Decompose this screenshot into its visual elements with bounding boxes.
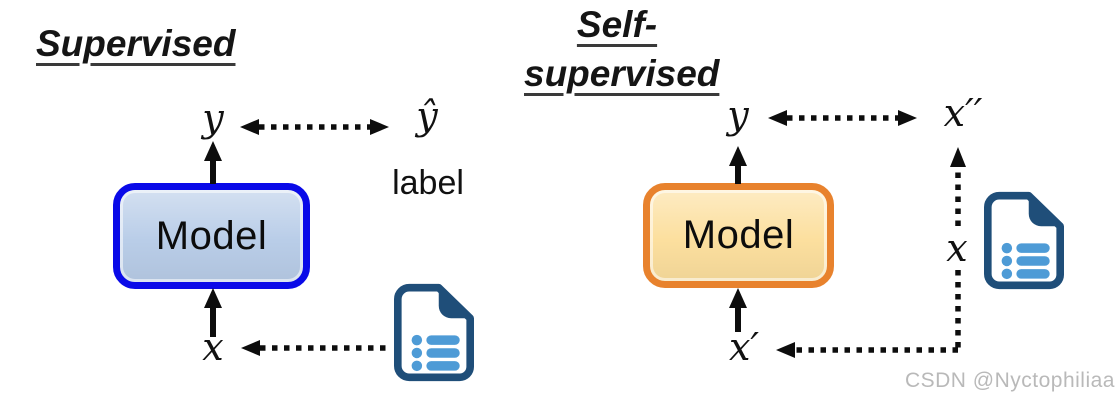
self-supervised-y-label: y (727, 93, 749, 137)
self-supervised-model-label: Model (682, 213, 795, 257)
document-list-lines (411, 334, 460, 372)
self-supervised-x-double-prime-label: x′′ (943, 91, 983, 135)
self-supervised-input-arrowhead (729, 288, 747, 308)
list-bullet (411, 360, 423, 372)
document-fold-corner (1028, 195, 1061, 227)
supervised-model-label: Model (155, 213, 268, 258)
supervised-compare-arrowhead-right (370, 119, 389, 135)
label-caption: label (392, 164, 464, 202)
self-supervised-title-line1: Self- (576, 4, 658, 45)
list-line (426, 348, 460, 358)
self-supervised-compare-arrowhead-left (768, 110, 787, 126)
supervised-model-box: Model (113, 183, 310, 289)
supervised-document-list-icon (394, 283, 474, 382)
self-supervised-compare-arrowhead-right (898, 110, 917, 126)
self-supervised-model-box: Model (643, 183, 834, 288)
supervised-y-label: y (202, 96, 224, 140)
supervised-data-arrowhead (241, 340, 260, 356)
supervised-title: Supervised (36, 20, 235, 69)
supervised-compare-arrowhead-left (240, 119, 259, 135)
self-supervised-data-x-label: x (946, 226, 968, 270)
supervised-title-text: Supervised (36, 23, 236, 64)
supervised-y-hat-label: ŷ (416, 94, 438, 138)
list-bullet (411, 347, 423, 359)
list-line (426, 335, 460, 345)
supervised-input-arrowhead (204, 288, 222, 308)
list-bullet (1001, 242, 1013, 254)
document-fold-corner (438, 287, 471, 319)
self-supervised-output-arrowhead (729, 146, 747, 166)
list-bullet (1001, 268, 1013, 280)
supervised-x-label: x (202, 325, 224, 369)
list-line (1016, 256, 1050, 266)
list-bullet (1001, 255, 1013, 267)
self-supervised-x-prime-label: x′ (728, 325, 760, 369)
self-supervised-title: Self- supervised (524, 1, 719, 99)
watermark: CSDN @Nyctophiliaa (904, 369, 1115, 392)
self-supervised-document-list-icon (984, 191, 1064, 290)
supervised-output-arrowhead (204, 141, 222, 161)
list-line (1016, 269, 1050, 279)
self-supervised-data-arrowhead (776, 342, 795, 358)
self-supervised-vertical-arrowhead (950, 147, 966, 167)
arrow-group (204, 110, 966, 358)
list-line (1016, 243, 1050, 253)
self-supervised-title-line2: supervised (524, 52, 720, 94)
document-list-lines (1001, 242, 1050, 280)
list-bullet (411, 334, 423, 346)
list-line (426, 361, 460, 371)
